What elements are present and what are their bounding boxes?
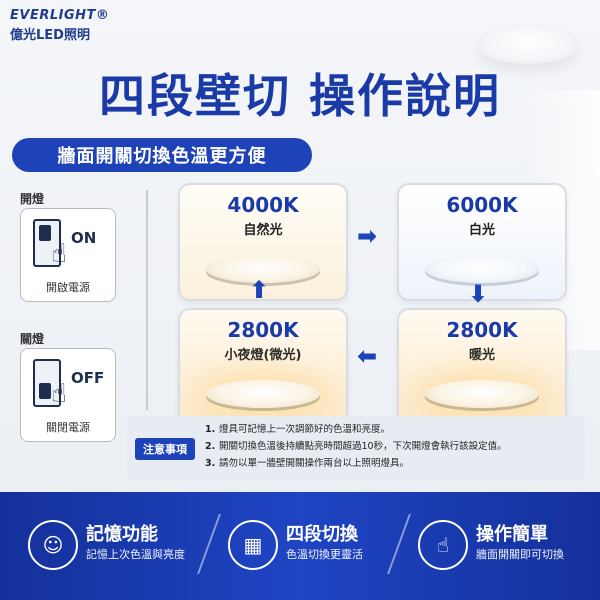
feature-footer: ☺ 記憶功能 記憶上次色溫與亮度 ▦ 四段切換 色溫切換更靈活 ☝ 操作簡單 牆… (0, 492, 600, 600)
feature-easy-operation: ☝ 操作簡單 牆面開關即可切換 (418, 512, 588, 582)
switch-toggle-up (39, 225, 51, 241)
ceiling-lamp-icon (206, 255, 320, 283)
mode-card-natural: 4000K 自然光 (178, 183, 348, 301)
list-item: 1.燈具可記憶上一次調節好的色溫和亮度。 (205, 424, 391, 435)
mode-card-nightlight: 2800K 小夜燈(微光) (178, 308, 348, 426)
feature-title: 四段切換 (286, 524, 358, 545)
arrow-left-icon: ⬅ (357, 342, 378, 370)
feature-desc: 牆面開關即可切換 (476, 548, 564, 561)
page-title: 四段壁切 操作說明 (98, 69, 501, 123)
brand-name-zh: 億光LED照明 (10, 28, 90, 43)
mode-card-warm: 2800K 暖光 (397, 308, 567, 426)
arrow-down-icon: ⬇ (468, 280, 489, 308)
mode-card-white: 6000K 白光 (397, 183, 567, 301)
mode-temp: 2800K (446, 318, 518, 342)
section-divider (146, 190, 148, 410)
subtitle-banner: 牆面開關切換色溫更方便 (12, 138, 312, 172)
mode-name: 白光 (468, 223, 495, 238)
switch-off-caption: 關閉電源 (46, 421, 90, 434)
ceiling-light-decoration (478, 28, 578, 64)
arrow-up-icon: ⬆ (249, 276, 270, 304)
feature-title: 記憶功能 (86, 524, 158, 545)
switch-on-label: ON (71, 229, 97, 247)
mode-temp: 6000K (446, 193, 518, 217)
ceiling-lamp-icon (206, 380, 320, 408)
brand-name-en: EVERLIGHT® (10, 8, 110, 23)
subtitle-text: 牆面開關切換色溫更方便 (57, 146, 267, 167)
notes-panel: 注意事項 1.燈具可記憶上一次調節好的色溫和亮度。 2.開關切換色溫後持續點亮時… (127, 416, 585, 480)
feature-four-stage: ▦ 四段切換 色溫切換更靈活 (228, 512, 388, 582)
pointing-hand-icon: ☝ (51, 379, 67, 409)
switch-toggle-down (39, 383, 51, 399)
switch-on-card: ☝ ON 開啟電源 (20, 208, 116, 302)
wall-switch-icon (33, 359, 61, 407)
brand-logo: EVERLIGHT® 億光LED照明 (10, 8, 109, 43)
list-item: 2.開關切換色溫後持續點亮時間超過10秒，下次開燈會執行該設定值。 (205, 441, 507, 452)
pointing-hand-icon: ☝ (51, 239, 67, 269)
grid-icon: ▦ (228, 520, 278, 570)
head-memory-icon: ☺ (28, 520, 78, 570)
arrow-right-icon: ➡ (357, 222, 378, 250)
list-item: 3.請勿以單一牆壁開關操作兩台以上照明燈具。 (205, 458, 410, 469)
switch-on-heading: 開燈 (20, 192, 45, 206)
feature-divider (197, 514, 221, 574)
ceiling-lamp-icon (425, 380, 539, 408)
mode-name: 自然光 (243, 223, 283, 238)
feature-desc: 記憶上次色溫與亮度 (86, 548, 185, 561)
wall-switch-icon (33, 219, 61, 267)
feature-memory: ☺ 記憶功能 記憶上次色溫與亮度 (28, 512, 198, 582)
feature-title: 操作簡單 (476, 524, 548, 545)
switch-off-label: OFF (71, 369, 105, 387)
notes-tag: 注意事項 (135, 438, 195, 460)
feature-divider (387, 514, 411, 574)
switch-off-card: ☝ OFF 關閉電源 (20, 348, 116, 442)
feature-desc: 色溫切換更靈活 (286, 548, 363, 561)
mode-name: 小夜燈(微光) (224, 348, 302, 363)
ceiling-lamp-icon (425, 255, 539, 283)
mode-temp: 2800K (227, 318, 299, 342)
switch-on-caption: 開啟電源 (46, 281, 90, 294)
notes-list: 1.燈具可記憶上一次調節好的色溫和亮度。 2.開關切換色溫後持續點亮時間超過10… (205, 421, 507, 472)
mode-temp: 4000K (227, 193, 299, 217)
mode-name: 暖光 (468, 348, 495, 363)
tap-hand-icon: ☝ (418, 520, 468, 570)
switch-off-heading: 關燈 (20, 332, 45, 346)
